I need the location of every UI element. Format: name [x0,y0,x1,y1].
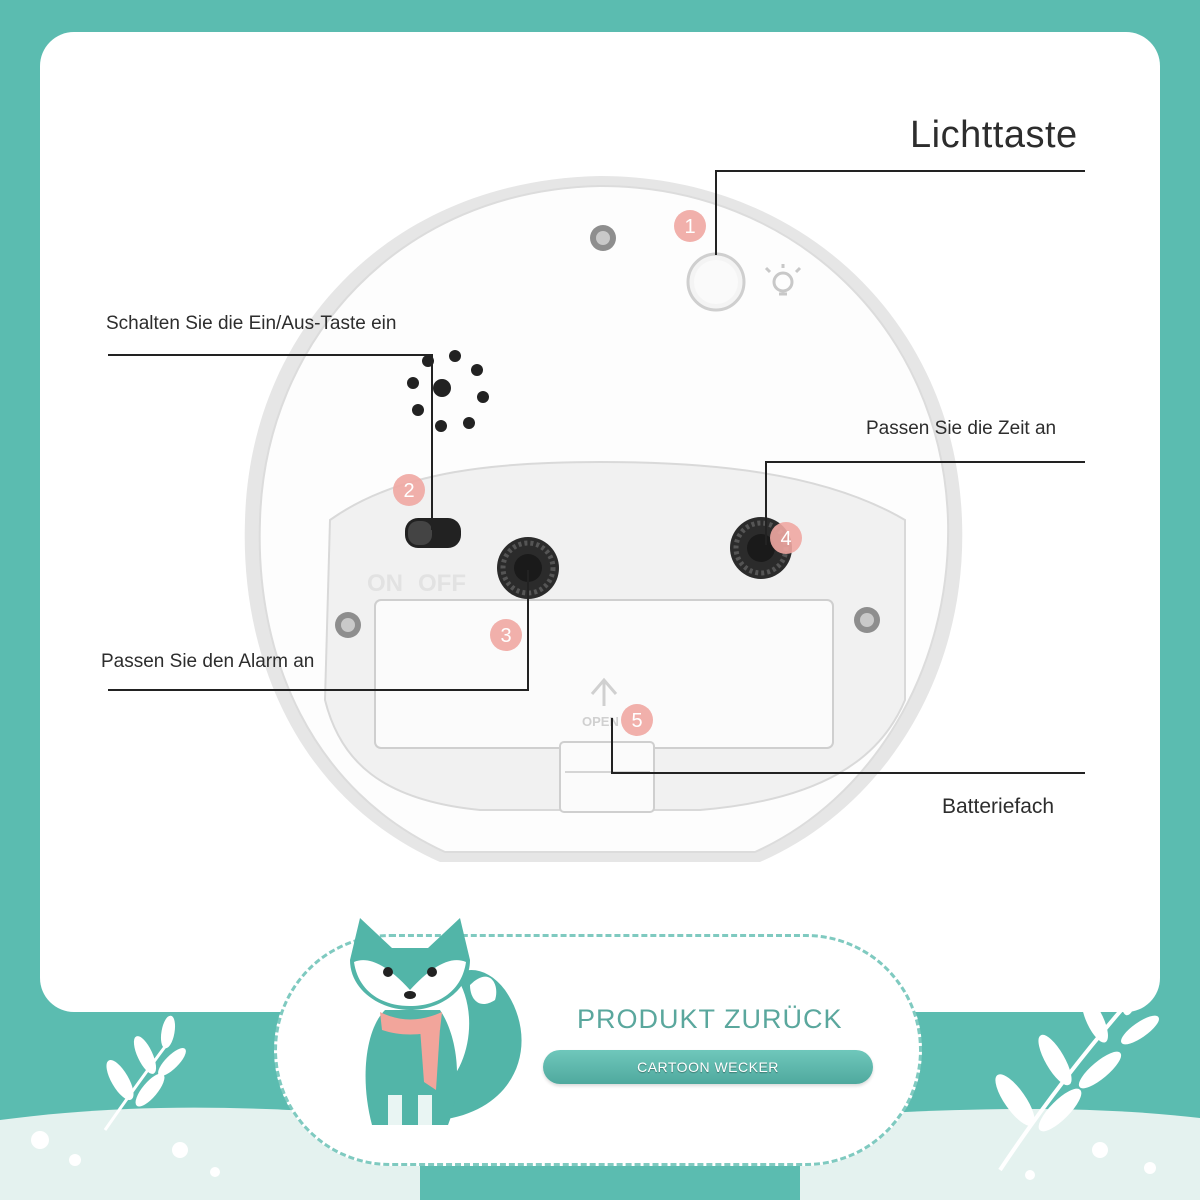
banner-title: PRODUKT ZURÜCK [577,1004,843,1035]
banner-subtitle: CARTOON WECKER [637,1059,779,1075]
banner-subtitle-bar: CARTOON WECKER [543,1050,873,1084]
